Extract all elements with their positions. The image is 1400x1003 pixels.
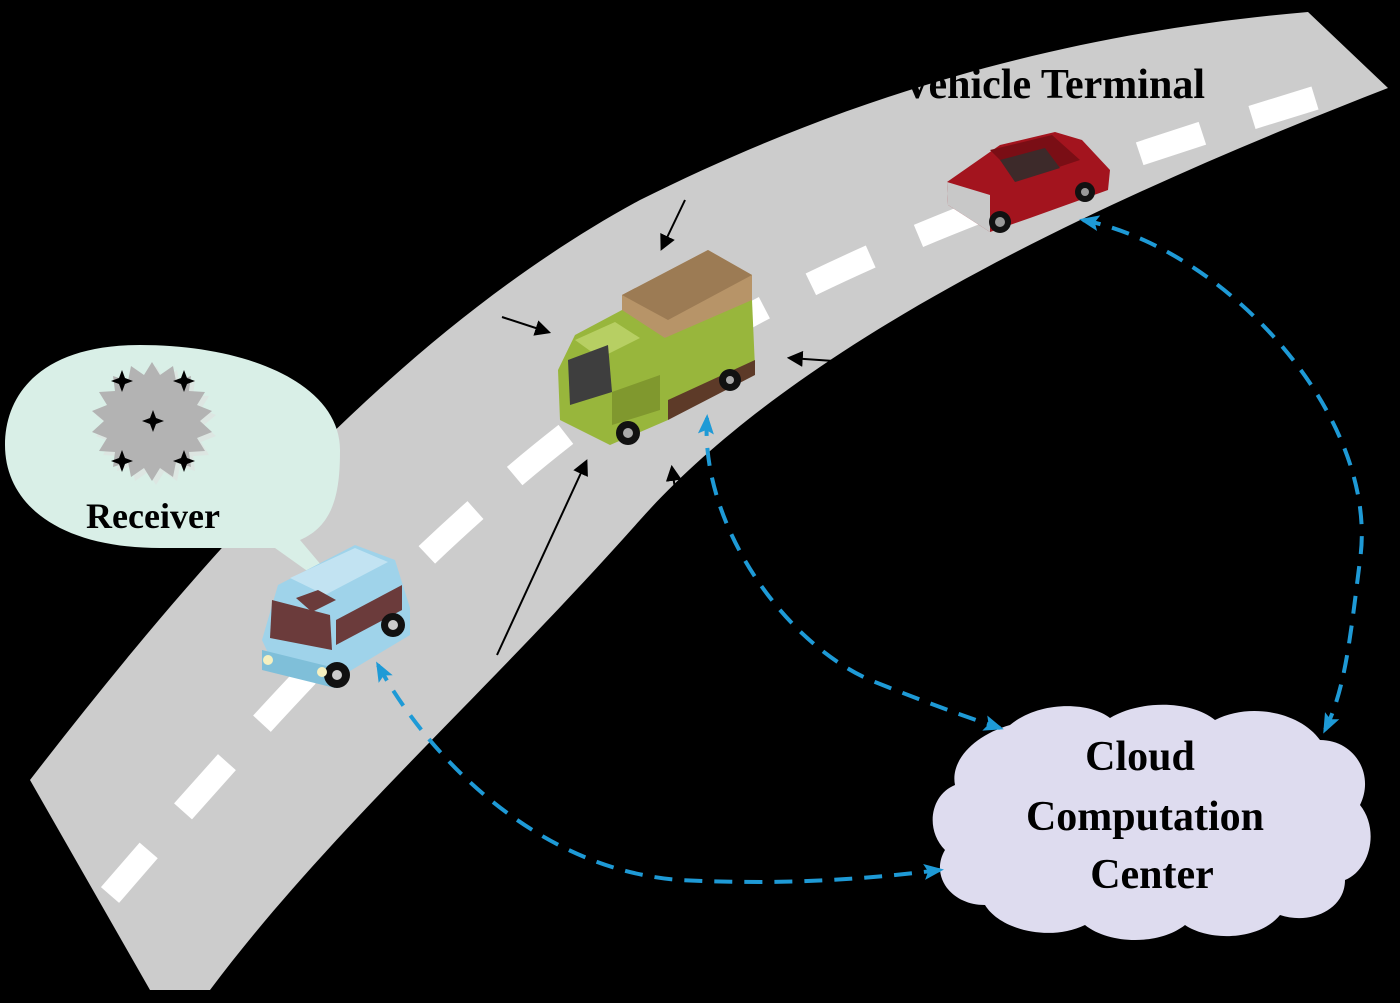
truck-icon	[558, 250, 755, 445]
satellite-receiver-icon	[92, 362, 216, 485]
link-van-cloud	[376, 661, 944, 884]
van-icon	[262, 545, 410, 688]
cloud-label-line3: Center	[1090, 852, 1214, 898]
arrow-left	[501, 316, 552, 336]
cloud-icon	[932, 704, 1371, 940]
road	[30, 12, 1388, 990]
car-icon	[947, 132, 1110, 233]
cloud-label-line2: Computation	[1026, 794, 1264, 840]
cloud-label-line1: Cloud	[1085, 734, 1195, 780]
arrow-top	[660, 199, 686, 251]
vehicle-terminal-label: Vehicle Terminal	[902, 62, 1205, 108]
arrow-from-van	[496, 459, 588, 656]
receiver-bubble	[5, 345, 355, 605]
arrow-bottom-center	[665, 464, 682, 511]
link-car-cloud	[1079, 215, 1364, 734]
arrow-right	[786, 350, 936, 369]
receiver-label: Receiver	[86, 496, 220, 536]
link-truck-cloud	[697, 414, 1004, 731]
